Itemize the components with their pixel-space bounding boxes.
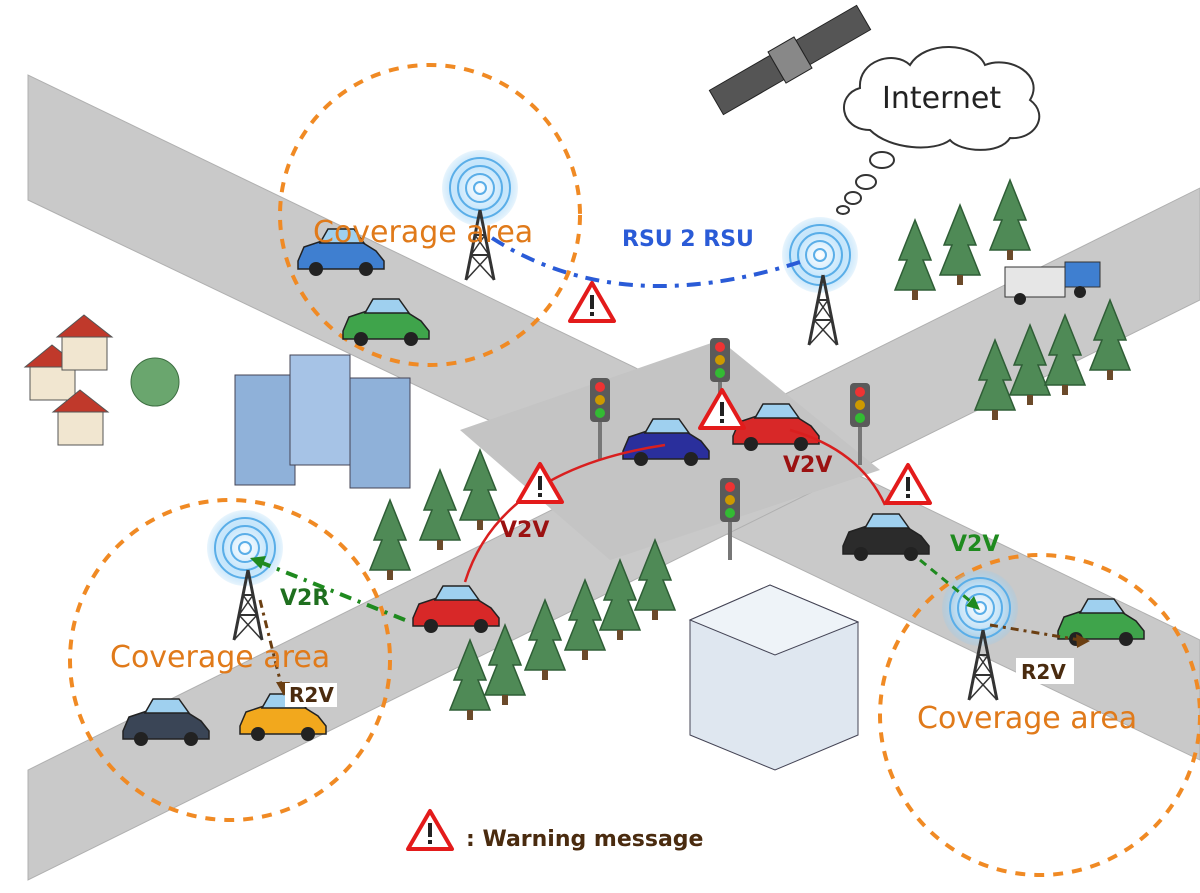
r2v-label-right-box: R2V	[1016, 658, 1074, 684]
truck-right	[1004, 261, 1101, 305]
warning-icon	[568, 281, 616, 323]
office-building	[688, 584, 860, 771]
v2v-link-right	[919, 558, 976, 607]
rsu-left	[206, 509, 284, 642]
coverage-label-top: Coverage area	[313, 215, 533, 250]
r2v-label-left: R2V	[289, 683, 334, 707]
r2v-label-left-box: R2V	[285, 683, 337, 707]
bush-tree	[130, 357, 180, 407]
v2v-label-center: V2V	[783, 453, 832, 478]
r2v-link-left	[258, 599, 284, 689]
r2v-link-right	[989, 623, 1081, 642]
houses	[23, 314, 180, 446]
internet-cloud-icon	[836, 46, 1041, 215]
road-network	[27, 74, 1200, 881]
v2r-label: V2R	[280, 586, 329, 611]
coverage-circle-top	[278, 63, 582, 367]
r2v-label-right: R2V	[1021, 660, 1066, 684]
v2v-label-right: V2V	[950, 532, 999, 557]
coverage-label-right: Coverage area	[917, 701, 1137, 736]
warning-icon	[884, 463, 932, 505]
vehicles	[122, 228, 1145, 747]
legend-label: : Warning message	[466, 827, 703, 852]
internet-label: Internet	[882, 81, 1001, 116]
satellite-icon	[708, 4, 872, 116]
rsu-right	[781, 216, 859, 347]
rsu2rsu-label: RSU 2 RSU	[622, 227, 754, 252]
warning-legend-icon	[406, 809, 454, 851]
coverage-areas	[68, 63, 1200, 877]
rsu2rsu-link	[490, 236, 801, 289]
apartment-buildings	[234, 354, 411, 489]
v2v-label-left: V2V	[500, 518, 549, 543]
coverage-circle-right	[878, 553, 1200, 877]
v2v-link-center	[789, 428, 887, 506]
coverage-circle-left	[68, 498, 392, 822]
coverage-label-left: Coverage area	[110, 640, 330, 675]
rsu-bottom-right	[941, 569, 1019, 702]
